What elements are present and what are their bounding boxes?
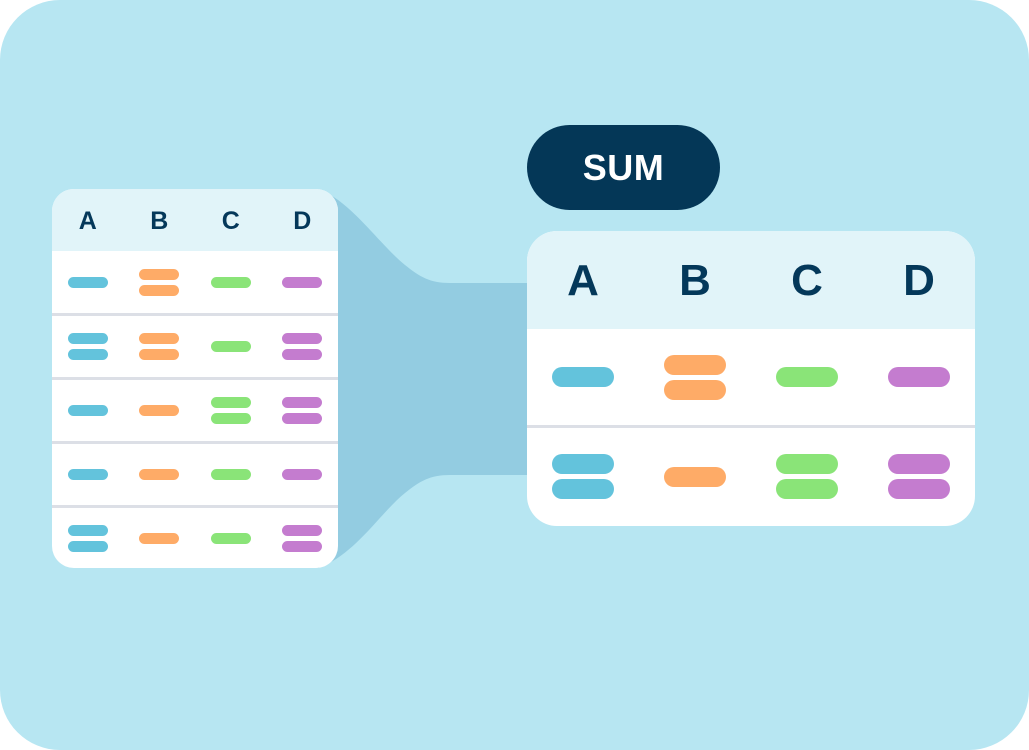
value-bar: [139, 533, 180, 544]
value-bar: [139, 349, 180, 360]
value-bar: [282, 333, 323, 344]
table-cell-d: [267, 380, 339, 441]
value-bar: [210, 341, 251, 352]
value-bar: [67, 469, 108, 480]
table-row: [52, 377, 338, 441]
table-cell-a: [52, 444, 124, 505]
source-table-body: [52, 251, 338, 568]
table-cell-c: [195, 508, 267, 568]
table-cell-b: [124, 316, 196, 377]
table-cell-c: [751, 329, 863, 425]
value-bar: [139, 268, 180, 280]
column-header-d: D: [293, 206, 312, 235]
value-bar: [210, 397, 251, 408]
value-bar: [67, 525, 108, 536]
table-cell-a: [52, 508, 124, 568]
value-bar: [67, 405, 108, 416]
source-table-header: A B C D: [52, 189, 338, 251]
value-bar: [282, 397, 323, 408]
value-bar: [210, 533, 251, 544]
value-bar: [67, 333, 108, 344]
column-header-c: C: [221, 206, 240, 235]
table-cell-d: [267, 316, 339, 377]
column-header-b: B: [679, 256, 711, 305]
table-row: [52, 313, 338, 377]
value-bar: [552, 454, 614, 474]
value-bar: [552, 367, 614, 387]
value-bar: [664, 466, 726, 487]
value-bar: [139, 405, 180, 416]
table-cell-a: [52, 316, 124, 377]
result-table-header: A B C D: [527, 231, 975, 329]
table-cell-c: [195, 380, 267, 441]
value-bar: [282, 469, 323, 480]
value-bar: [210, 413, 251, 424]
table-cell-c: [195, 444, 267, 505]
value-bar: [282, 276, 323, 288]
value-bar: [139, 333, 180, 344]
value-bar: [210, 469, 251, 480]
result-table-body: [527, 329, 975, 525]
value-bar: [664, 379, 726, 400]
value-bar: [139, 284, 180, 296]
table-cell-b: [124, 380, 196, 441]
sum-operation-badge: SUM: [527, 125, 720, 210]
column-header-a: A: [567, 256, 599, 305]
value-bar: [888, 454, 950, 474]
value-bar: [888, 367, 950, 387]
value-bar: [776, 367, 838, 387]
column-header-c: C: [791, 256, 823, 305]
source-table: A B C D: [52, 189, 338, 568]
table-row: [527, 329, 975, 425]
value-bar: [888, 479, 950, 499]
value-bar: [67, 276, 108, 288]
table-cell-d: [267, 508, 339, 568]
value-bar: [776, 454, 838, 474]
table-cell-a: [527, 329, 639, 425]
table-cell-d: [863, 329, 975, 425]
table-cell-c: [751, 428, 863, 525]
table-cell-c: [195, 316, 267, 377]
table-row: [52, 505, 338, 568]
table-cell-d: [267, 251, 339, 313]
table-cell-b: [124, 508, 196, 568]
result-table: A B C D: [527, 231, 975, 526]
table-cell-d: [267, 444, 339, 505]
table-cell-b: [124, 251, 196, 313]
value-bar: [67, 541, 108, 552]
table-cell-a: [52, 251, 124, 313]
table-row: [52, 441, 338, 505]
column-header-d: D: [903, 256, 935, 305]
value-bar: [139, 469, 180, 480]
table-cell-a: [52, 380, 124, 441]
value-bar: [210, 276, 251, 288]
column-header-b: B: [150, 206, 169, 235]
table-cell-b: [639, 329, 751, 425]
table-cell-b: [639, 428, 751, 525]
value-bar: [776, 479, 838, 499]
table-cell-d: [863, 428, 975, 525]
value-bar: [282, 525, 323, 536]
value-bar: [67, 349, 108, 360]
value-bar: [282, 541, 323, 552]
table-row: [527, 425, 975, 525]
value-bar: [282, 349, 323, 360]
table-cell-b: [124, 444, 196, 505]
value-bar: [282, 413, 323, 424]
value-bar: [664, 354, 726, 375]
table-row: [52, 251, 338, 313]
column-header-a: A: [78, 206, 97, 235]
value-bar: [552, 479, 614, 499]
table-cell-c: [195, 251, 267, 313]
table-cell-a: [527, 428, 639, 525]
